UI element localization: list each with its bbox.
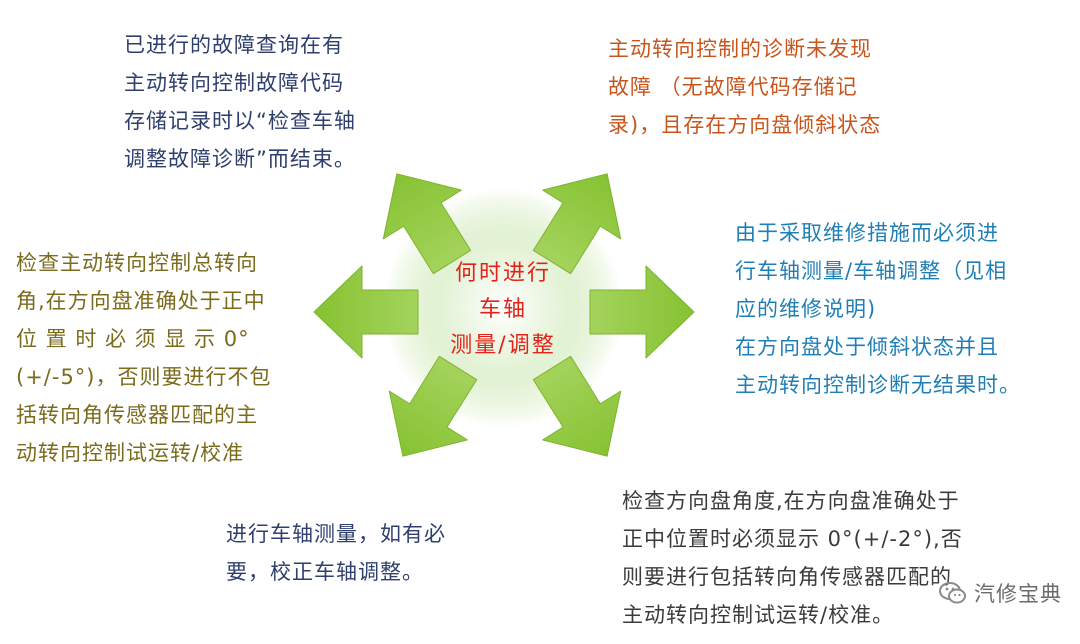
note-left: 检查主动转向控制总转向 角,在方向盘准确处于正中 位 置 时 必 须 显 示 0… (16, 251, 272, 465)
wechat-icon (939, 582, 966, 604)
note-top-left: 已进行的故障查询在有 主动转向控制故障代码 存储记录时以“检查车轴 调整故障诊断… (124, 33, 356, 171)
note-top-right: 主动转向控制的诊断未发现 故障 （无故障代码存储记 录)，且存在方向盘倾斜状态 (608, 37, 882, 137)
note-bottom-left: 进行车轴测量，如有必 要，校正车轴调整。 (226, 522, 446, 584)
watermark: 汽修宝典 (938, 578, 1062, 608)
note-right: 由于采取维修措施而必须进 行车轴测量/车轴调整（见相 应的维修说明) 在方向盘处… (735, 221, 1021, 397)
center-title: 何时进行 车轴 测量/调整 (450, 261, 556, 358)
note-bottom-right: 检查方向盘角度,在方向盘准确处于 正中位置时必须显示 0°(+/-2°),否 则… (622, 489, 963, 627)
watermark-text: 汽修宝典 (974, 582, 1062, 606)
